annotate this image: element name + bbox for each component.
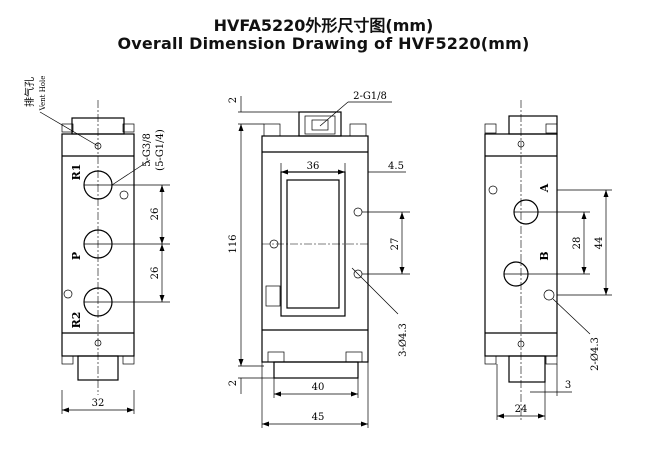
middle-hole-top	[353, 207, 363, 217]
middle-base	[273, 361, 359, 379]
middle-top-screw-left	[263, 123, 281, 137]
dim-27: 27	[390, 238, 401, 251]
right-top-cap	[508, 115, 558, 135]
label-port-size-2: (5-G1/4)	[155, 129, 166, 171]
right-bottom-cap	[508, 355, 546, 383]
label-hole-2: 2-Ø4.3	[590, 337, 601, 371]
left-side-hole-lower	[63, 289, 73, 299]
label-r1: R1	[70, 164, 83, 181]
label-b: B	[538, 251, 551, 260]
label-r2: R2	[70, 312, 83, 329]
left-vent-hole-top	[94, 142, 102, 150]
right-mount-hole	[543, 289, 555, 301]
left-view: R1 P R2 排气孔 Vent Hole 5-G3/8 (5-G1/4) 26…	[23, 76, 170, 414]
dim-4-5: 4.5	[388, 161, 404, 172]
dim-32: 32	[92, 398, 105, 409]
left-bottom-screw-right	[122, 355, 135, 365]
right-side-hole	[488, 185, 498, 195]
dim-45: 45	[312, 412, 325, 423]
middle-top-screw-right	[349, 123, 367, 137]
dim-26-upper: 26	[150, 208, 161, 221]
left-side-hole-upper	[119, 190, 129, 200]
dim-40: 40	[312, 382, 325, 393]
label-port-size-1: 5-G3/8	[142, 133, 153, 167]
middle-view: 116 2 2 2-G1/8 36 4.5 27 3-Ø4.3 40	[228, 91, 410, 428]
dim-26-lower: 26	[150, 267, 161, 280]
dim-44: 44	[594, 237, 605, 250]
dim-24: 24	[515, 404, 528, 415]
left-top-screw-left	[61, 123, 74, 133]
left-top-screw-right	[122, 123, 135, 133]
title-chinese: HVFA5220外形尺寸图(mm)	[213, 16, 434, 35]
label-a: A	[538, 183, 551, 193]
middle-bottom-screw-left	[267, 351, 285, 363]
label-vent-en: Vent Hole	[39, 76, 47, 112]
middle-bottom-screw-right	[345, 351, 363, 363]
dim-28: 28	[572, 237, 583, 250]
dim-116: 116	[228, 234, 239, 253]
label-thread: 2-G1/8	[353, 91, 387, 102]
right-view: A B 28 44 2-Ø4.3 3 24	[484, 100, 612, 420]
label-vent-cn: 排气孔	[23, 77, 36, 107]
label-hole-3: 3-Ø4.3	[398, 323, 409, 357]
dim-36: 36	[307, 161, 320, 172]
title-english: Overall Dimension Drawing of HVF5220(mm)	[117, 34, 530, 53]
left-bottom-screw-left	[61, 355, 74, 365]
label-p: P	[70, 252, 83, 260]
left-vent-hole-bottom	[94, 339, 102, 347]
dim-3: 3	[565, 380, 571, 391]
dim-2-bottom: 2	[228, 380, 239, 386]
dim-2-top: 2	[228, 97, 239, 103]
